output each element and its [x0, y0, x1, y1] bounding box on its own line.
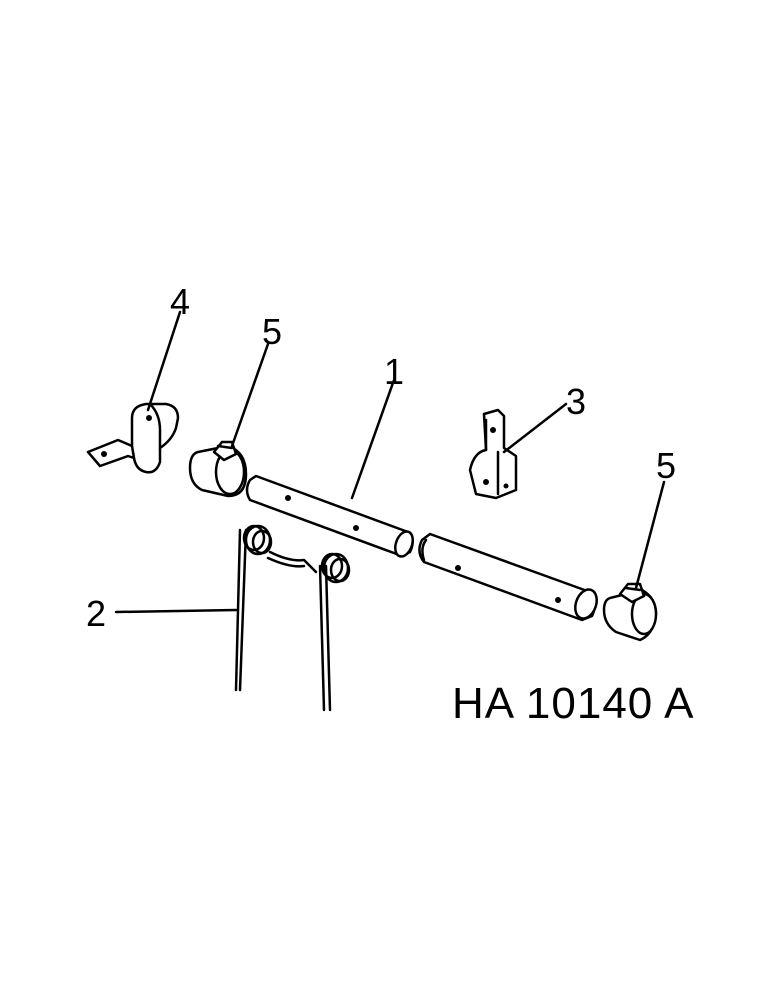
spring-tine-part-2	[234, 524, 351, 712]
callout-5-left: 5	[262, 311, 282, 352]
callout-5-right: 5	[656, 445, 676, 486]
clamp-collar-part-5-left	[188, 440, 248, 498]
callout-3: 3	[566, 381, 586, 422]
leader-line-1	[350, 378, 396, 500]
clevis-part-3	[468, 408, 518, 500]
shaft-part-1-left	[245, 474, 414, 558]
leader-line-5-left	[230, 342, 270, 448]
leader-line-2	[114, 608, 238, 614]
clamp-collar-part-5-right	[602, 582, 658, 642]
shaft-part-1-right	[418, 532, 598, 622]
leader-line-5-right	[634, 480, 666, 590]
leader-lines	[114, 310, 666, 614]
bracket-part-4	[86, 402, 180, 474]
figure-code: HA 10140 A	[452, 679, 694, 728]
callout-4: 4	[170, 281, 190, 322]
callout-1: 1	[384, 351, 404, 392]
leader-line-4	[146, 310, 182, 412]
leader-line-3	[502, 402, 568, 454]
callout-2: 2	[86, 593, 106, 634]
